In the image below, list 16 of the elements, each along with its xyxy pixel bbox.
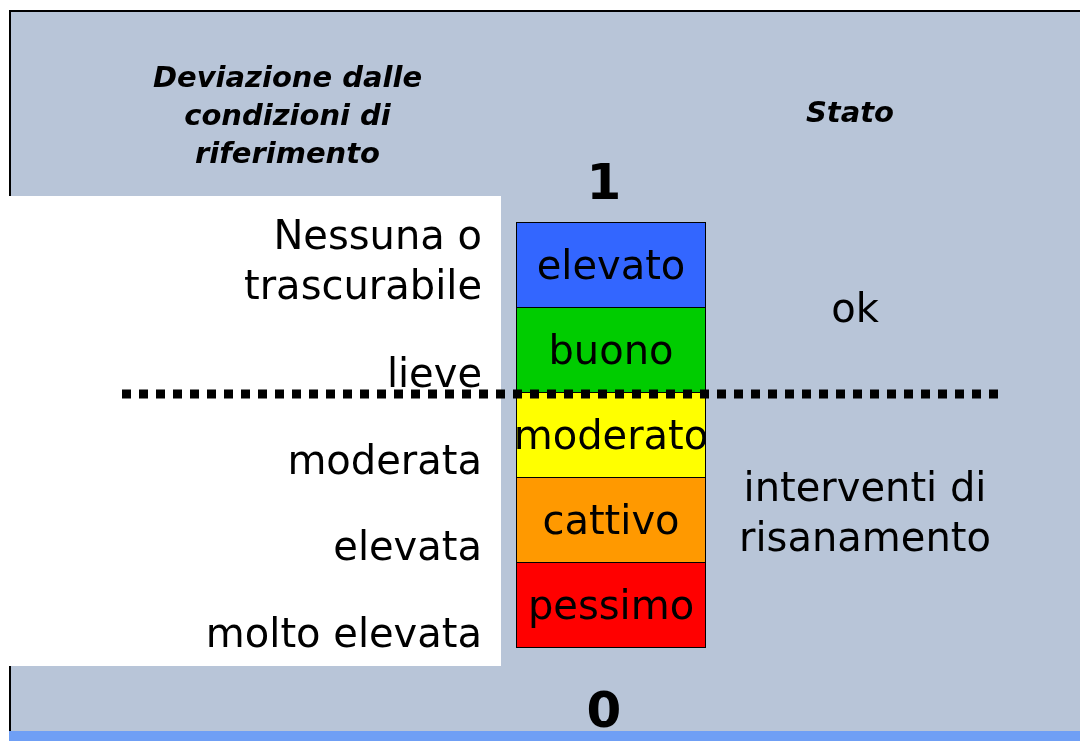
deviation-label: elevata	[332, 522, 482, 571]
scale-value: 1	[585, 152, 623, 212]
status-box: pessimo	[516, 562, 706, 648]
status-box: elevato	[516, 222, 706, 308]
deviation-label: lieve	[385, 349, 482, 398]
status-box: cattivo	[516, 477, 706, 563]
column-heading: Stato	[804, 94, 896, 131]
status-box: moderato	[516, 392, 706, 478]
deviation-label: moderata	[286, 436, 482, 485]
deviation-label: Nessuna o trascurabile	[243, 211, 482, 310]
scale-value: 0	[585, 680, 623, 740]
state-label: interventi di risanamento	[738, 463, 992, 562]
deviation-label: molto elevata	[204, 609, 482, 658]
column-heading: Deviazione dalle condizioni di riferimento	[151, 59, 424, 172]
state-label: ok	[830, 284, 880, 333]
status-box: buono	[516, 307, 706, 393]
